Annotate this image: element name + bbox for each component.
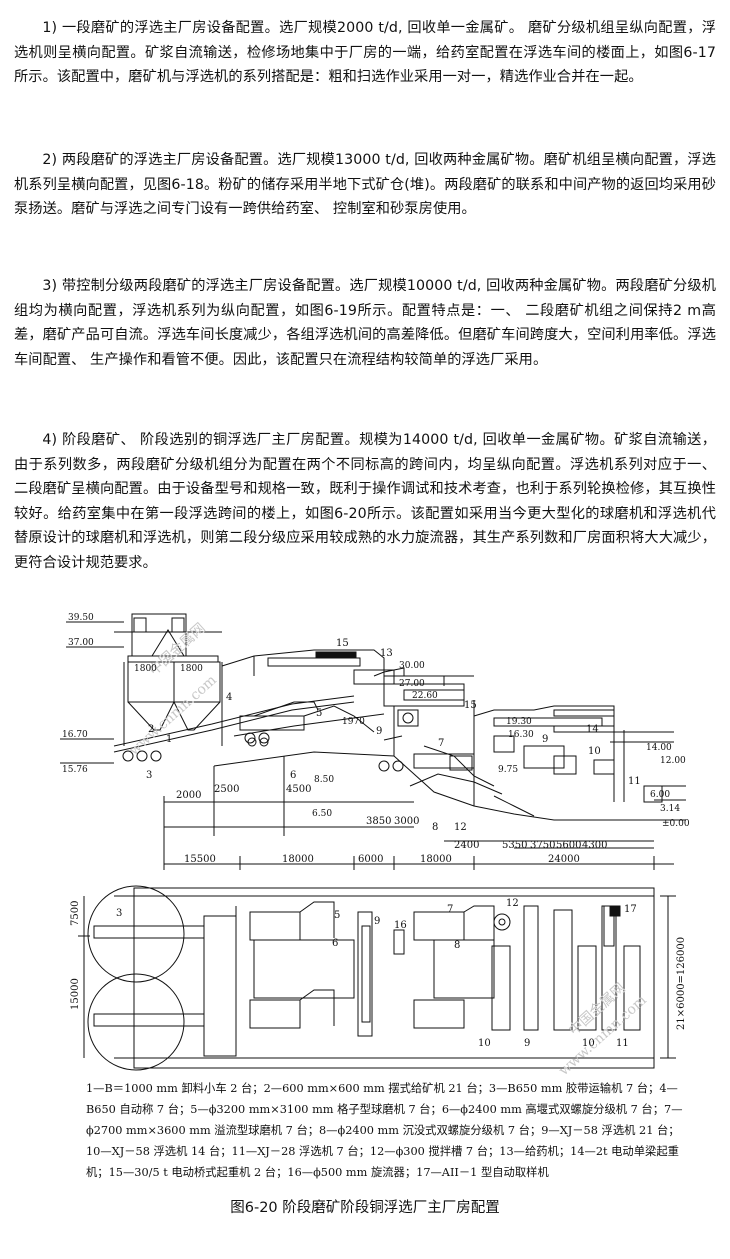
figure-caption: 图6-20 阶段磨矿阶段铜浮选厂主厂房配置 [230,1200,500,1216]
elev-label: 8.50 [314,775,334,785]
elev-label: ±0.00 [662,819,690,829]
paragraph-1: 1) 一段磨矿的浮选主厂房设备配置。选厂规模2000 t/d, 回收单一金属矿。… [14,20,716,86]
dim-label: 3850 [366,816,391,827]
bin-width: 1800 [134,664,157,674]
dim-label: 3750 [530,840,555,851]
callout: 10 [588,746,601,757]
span-label: 24000 [548,854,580,865]
plant-layout-drawing: 中国金属网 www.cnmn.com 中国金属网 www.cnmn.com 39… [60,613,690,1074]
callout: 6 [290,770,296,781]
span-label: 15500 [184,854,216,865]
elev-label: 16.30 [508,730,534,740]
elev-label: 6.00 [650,790,670,800]
elev-label: 37.00 [68,638,94,648]
callout: 12 [506,898,519,909]
dim-label: 2000 [176,790,201,801]
dim-label: 4300 [582,840,607,851]
elev-label: 22.60 [412,691,438,701]
callout: 4 [226,692,232,703]
dim-label: 5600 [556,840,581,851]
elev-label: 9.75 [498,765,518,775]
plan-dim: 21×6000=126000 [676,937,687,1030]
paragraph-3: 3) 带控制分级两段磨矿的浮选主厂房设备配置。选厂规模10000 t/d, 回收… [14,278,716,368]
callout: 7 [447,904,453,915]
callout: 3 [116,908,122,919]
dim-label: 4500 [286,784,311,795]
plan-dim: 15000 [70,978,81,1010]
elev-label: 16.70 [62,730,88,740]
callout: 3 [146,770,152,781]
callout: 9 [376,726,382,737]
callout: 17 [624,904,637,915]
callout: 9 [374,916,380,927]
callout: 5 [316,708,322,719]
callout: 8 [432,822,438,833]
elev-label: 14.00 [646,743,672,753]
dim-label: 5350 [502,840,527,851]
callout: 15 [336,638,349,649]
dim-label: 2500 [214,784,239,795]
callout: 13 [380,648,393,659]
bin-width: 1800 [180,664,203,674]
callout: 5 [334,910,340,921]
callout: 2 [148,724,154,735]
elev-label: 15.76 [62,765,88,775]
callout: 14 [586,724,599,735]
elev-label: 12.00 [660,756,686,766]
callout: 10 [478,1038,491,1049]
callout: 15 [464,700,477,711]
span-label: 6000 [358,854,383,865]
elev-label: 6.50 [312,809,332,819]
callout: 11 [616,1038,629,1049]
callout: 9 [524,1038,530,1049]
callout: 16 [394,920,407,931]
level-label: 1970 [342,717,365,727]
plan-dim: 7500 [70,901,81,926]
dim-label: 3000 [394,816,419,827]
elev-label: 3.14 [660,804,680,814]
callout: 7 [438,738,444,749]
dim-label: 2400 [454,840,479,851]
callout: 8 [454,940,460,951]
callout: 1 [166,734,172,745]
elev-label: 27.00 [399,679,425,689]
span-label: 18000 [282,854,314,865]
elev-label: 19.30 [506,717,532,727]
callout: 9 [542,734,548,745]
elev-label: 39.50 [68,613,94,623]
callout: 12 [454,822,467,833]
callout: 6 [332,938,338,949]
elev-label: 30.00 [399,661,425,671]
span-label: 18000 [420,854,452,865]
paragraph-4: 4) 阶段磨矿、 阶段选别的铜浮选厂主厂房配置。规模为14000 t/d, 回收… [14,432,716,571]
paragraph-2: 2) 两段磨矿的浮选主厂房设备配置。选厂规模13000 t/d, 回收两种金属矿… [14,152,716,218]
callout: 11 [628,776,641,787]
figure-legend: 1—B＝1000 mm 卸料小车 2 台；2—600 mm×600 mm 摆式给… [86,1082,683,1179]
callout: 10 [582,1038,595,1049]
